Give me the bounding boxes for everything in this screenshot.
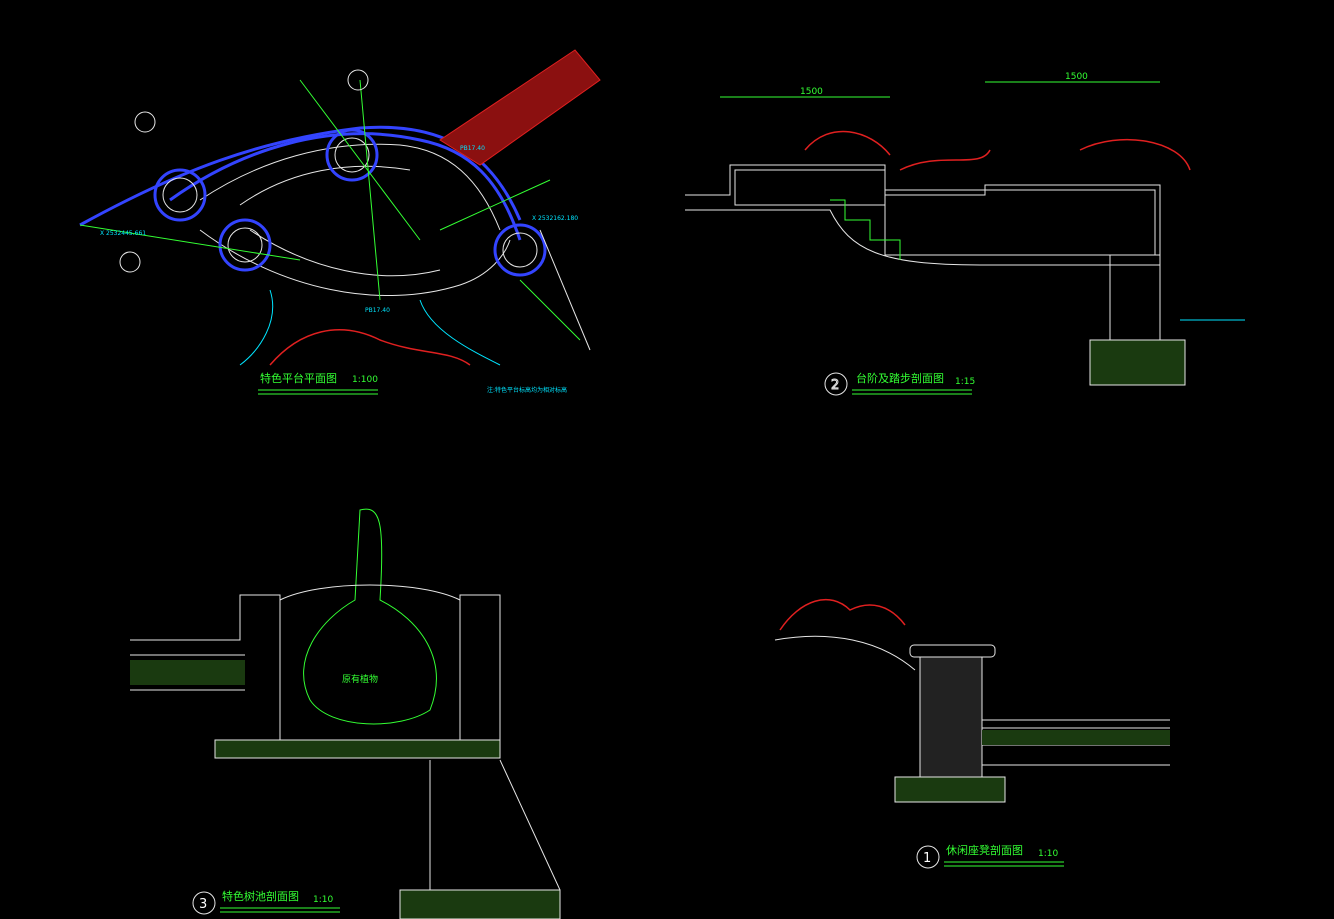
svg-text:X 2532162.180: X 2532162.180 <box>532 215 578 222</box>
tree-pit-section: 原有植物 3 特色树池剖面图 1:10 <box>130 509 560 919</box>
elevation-label: PB17.40 <box>460 145 485 152</box>
drawing-title: 特色树池剖面图 <box>222 889 299 903</box>
plant-label: 原有植物 <box>342 673 378 685</box>
svg-text:X 2532445.661: X 2532445.661 <box>100 230 146 237</box>
svg-text:3: 3 <box>199 897 207 912</box>
plan-view: X 2532445.661 X 2532162.180 PB17.40 PB17… <box>80 50 600 394</box>
drawing-scale: 1:10 <box>313 895 333 905</box>
elevation-label: PB17.40 <box>365 307 390 314</box>
svg-text:1500: 1500 <box>1065 72 1088 82</box>
svg-text:1500: 1500 <box>800 87 823 97</box>
steps-section: 1500 1500 2 台阶及踏步剖面图 1:15 <box>685 72 1245 395</box>
drawing-note: 注:特色平台标高均为相对标高 <box>487 386 567 394</box>
svg-text:2: 2 <box>831 378 839 393</box>
drawing-title: 台阶及踏步剖面图 <box>856 371 944 385</box>
drawing-scale: 1:10 <box>1038 849 1058 859</box>
bench-section: 1 休闲座凳剖面图 1:10 <box>775 600 1170 868</box>
drawing-title: 休闲座凳剖面图 <box>946 843 1023 857</box>
drawing-title: 特色平台平面图 <box>260 371 337 385</box>
svg-text:1: 1 <box>923 851 931 866</box>
drawing-scale: 1:15 <box>955 377 975 387</box>
drawing-scale: 1:100 <box>352 375 378 385</box>
